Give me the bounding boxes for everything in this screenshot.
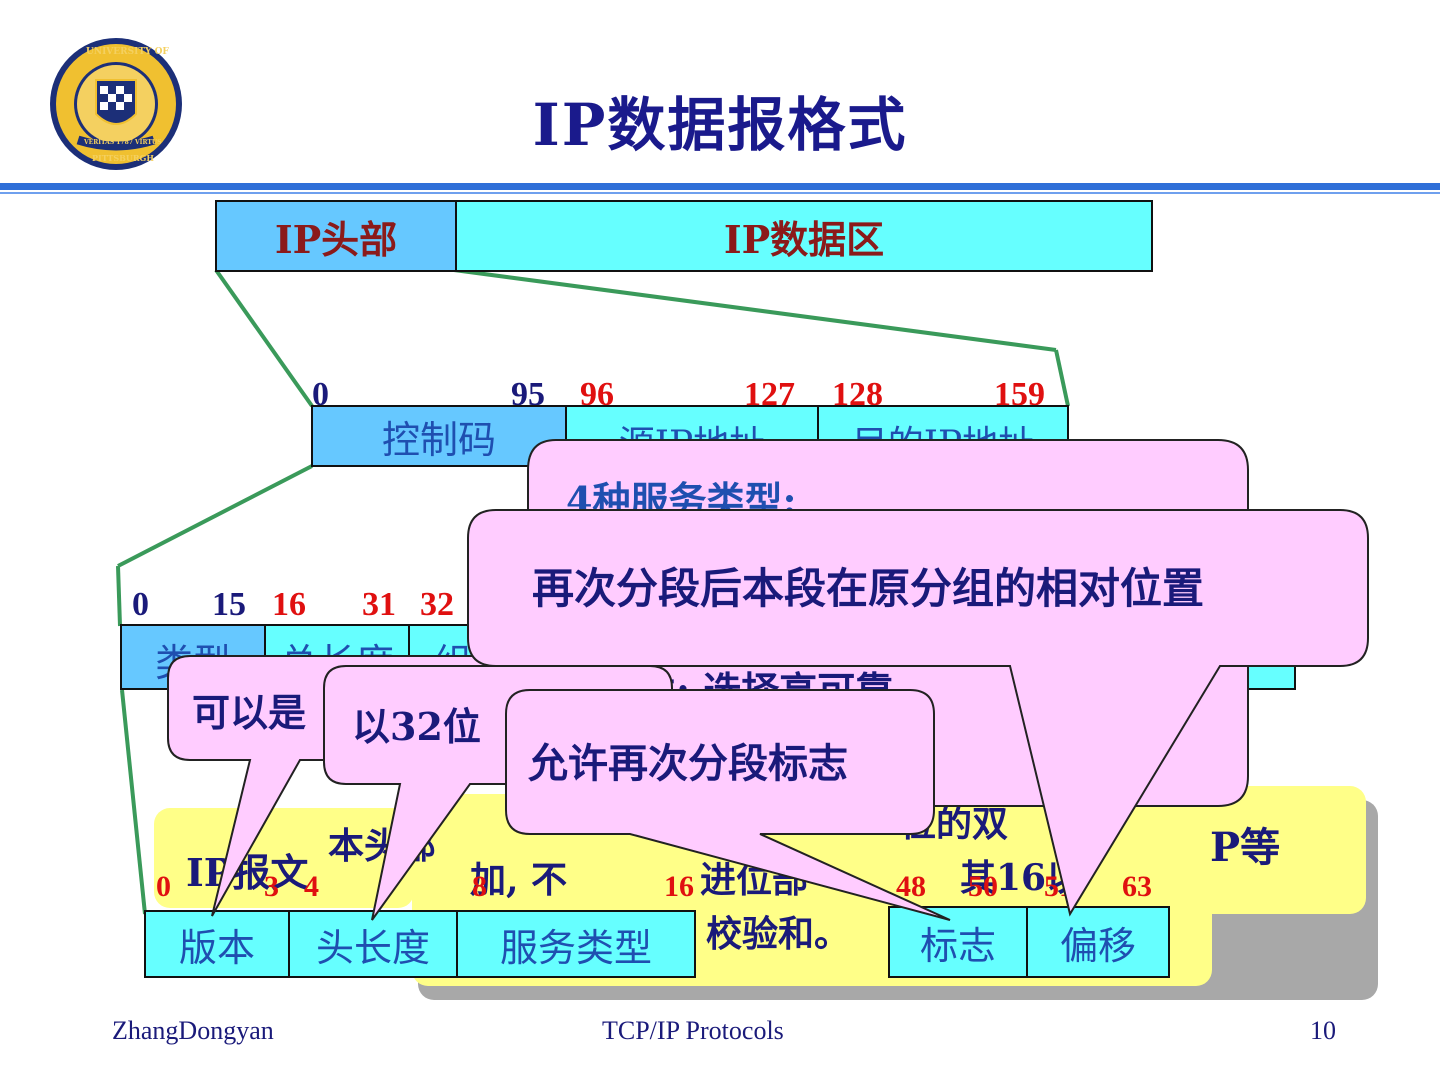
title-rule-thin xyxy=(0,192,1440,194)
seal-graphic xyxy=(50,38,182,170)
callout-version-text: 可以是 xyxy=(192,690,307,735)
bit-label: 32 xyxy=(420,586,454,623)
bit-label: 0 xyxy=(312,376,329,413)
ip-header-cell: IP头部 xyxy=(215,200,457,272)
callout-offset-text: 再次分段后本段在原分组的相对位置 xyxy=(532,564,1205,613)
control-code-cell: 控制码 xyxy=(311,405,567,467)
bit-label: 31 xyxy=(362,586,396,623)
offset-cell: 偏移 xyxy=(1026,906,1170,978)
bit-label: 3 xyxy=(264,870,279,903)
yellow-note-left xyxy=(154,808,414,908)
control-code-label: 控制码 xyxy=(381,417,496,462)
ip-data-area-cell: IP数据区 xyxy=(455,200,1153,272)
header-length-label: 头长度 xyxy=(315,925,430,970)
callout-flags-text: 允许再次分段标志 xyxy=(528,740,848,787)
ip-data-area-label: IP数据区 xyxy=(723,216,885,262)
callout-header-length-text: 以32位 xyxy=(352,704,481,749)
slide-title: IP数据报格式 xyxy=(532,91,908,159)
yellow-note-right xyxy=(1194,786,1366,914)
seal-ring-top-text: UNIVERSITY OF xyxy=(86,47,169,57)
seal-band-text: VERITAS 1787 VIRTUS xyxy=(84,139,162,146)
flags-cell: 标志 xyxy=(888,906,1028,978)
title-rule xyxy=(0,183,1440,190)
bit-label: 8 xyxy=(472,870,487,903)
university-seal-logo: UNIVERSITY OF PITTSBURGH VERITAS 1787 VI… xyxy=(48,36,184,172)
flags-label: 标志 xyxy=(919,923,996,968)
ip-header-label: IP头部 xyxy=(274,216,398,262)
header-length-cell: 头长度 xyxy=(288,910,458,978)
service-type-cell: 服务类型 xyxy=(456,910,696,978)
offset-label: 偏移 xyxy=(1059,923,1136,968)
bit-label: 0 xyxy=(156,870,171,903)
note-left-prefix: IP报文 xyxy=(186,850,309,895)
bit-label: 50 xyxy=(968,870,998,903)
version-label: 版本 xyxy=(178,925,255,970)
footer-course: TCP/IP Protocols xyxy=(602,1016,784,1045)
bit-label: 63 xyxy=(1122,870,1152,903)
bit-label: 15 xyxy=(212,586,246,623)
footer-page-number: 10 xyxy=(1310,1016,1336,1045)
bit-label: 16 xyxy=(664,870,694,903)
bit-label: 48 xyxy=(896,870,926,903)
note-protocol-text: P等 xyxy=(1210,824,1281,871)
bit-label: 16 xyxy=(272,586,306,623)
footer-author: ZhangDongyan xyxy=(112,1016,274,1045)
note-checksum-line2: 加, 不 xyxy=(470,859,568,901)
bit-label: 0 xyxy=(132,586,149,623)
bit-label: 4 xyxy=(304,870,319,903)
service-type-label: 服务类型 xyxy=(499,925,652,970)
note-checksum-line4: 校验和。 xyxy=(706,913,851,955)
seal-ring-bottom-text: PITTSBURGH xyxy=(92,153,154,163)
